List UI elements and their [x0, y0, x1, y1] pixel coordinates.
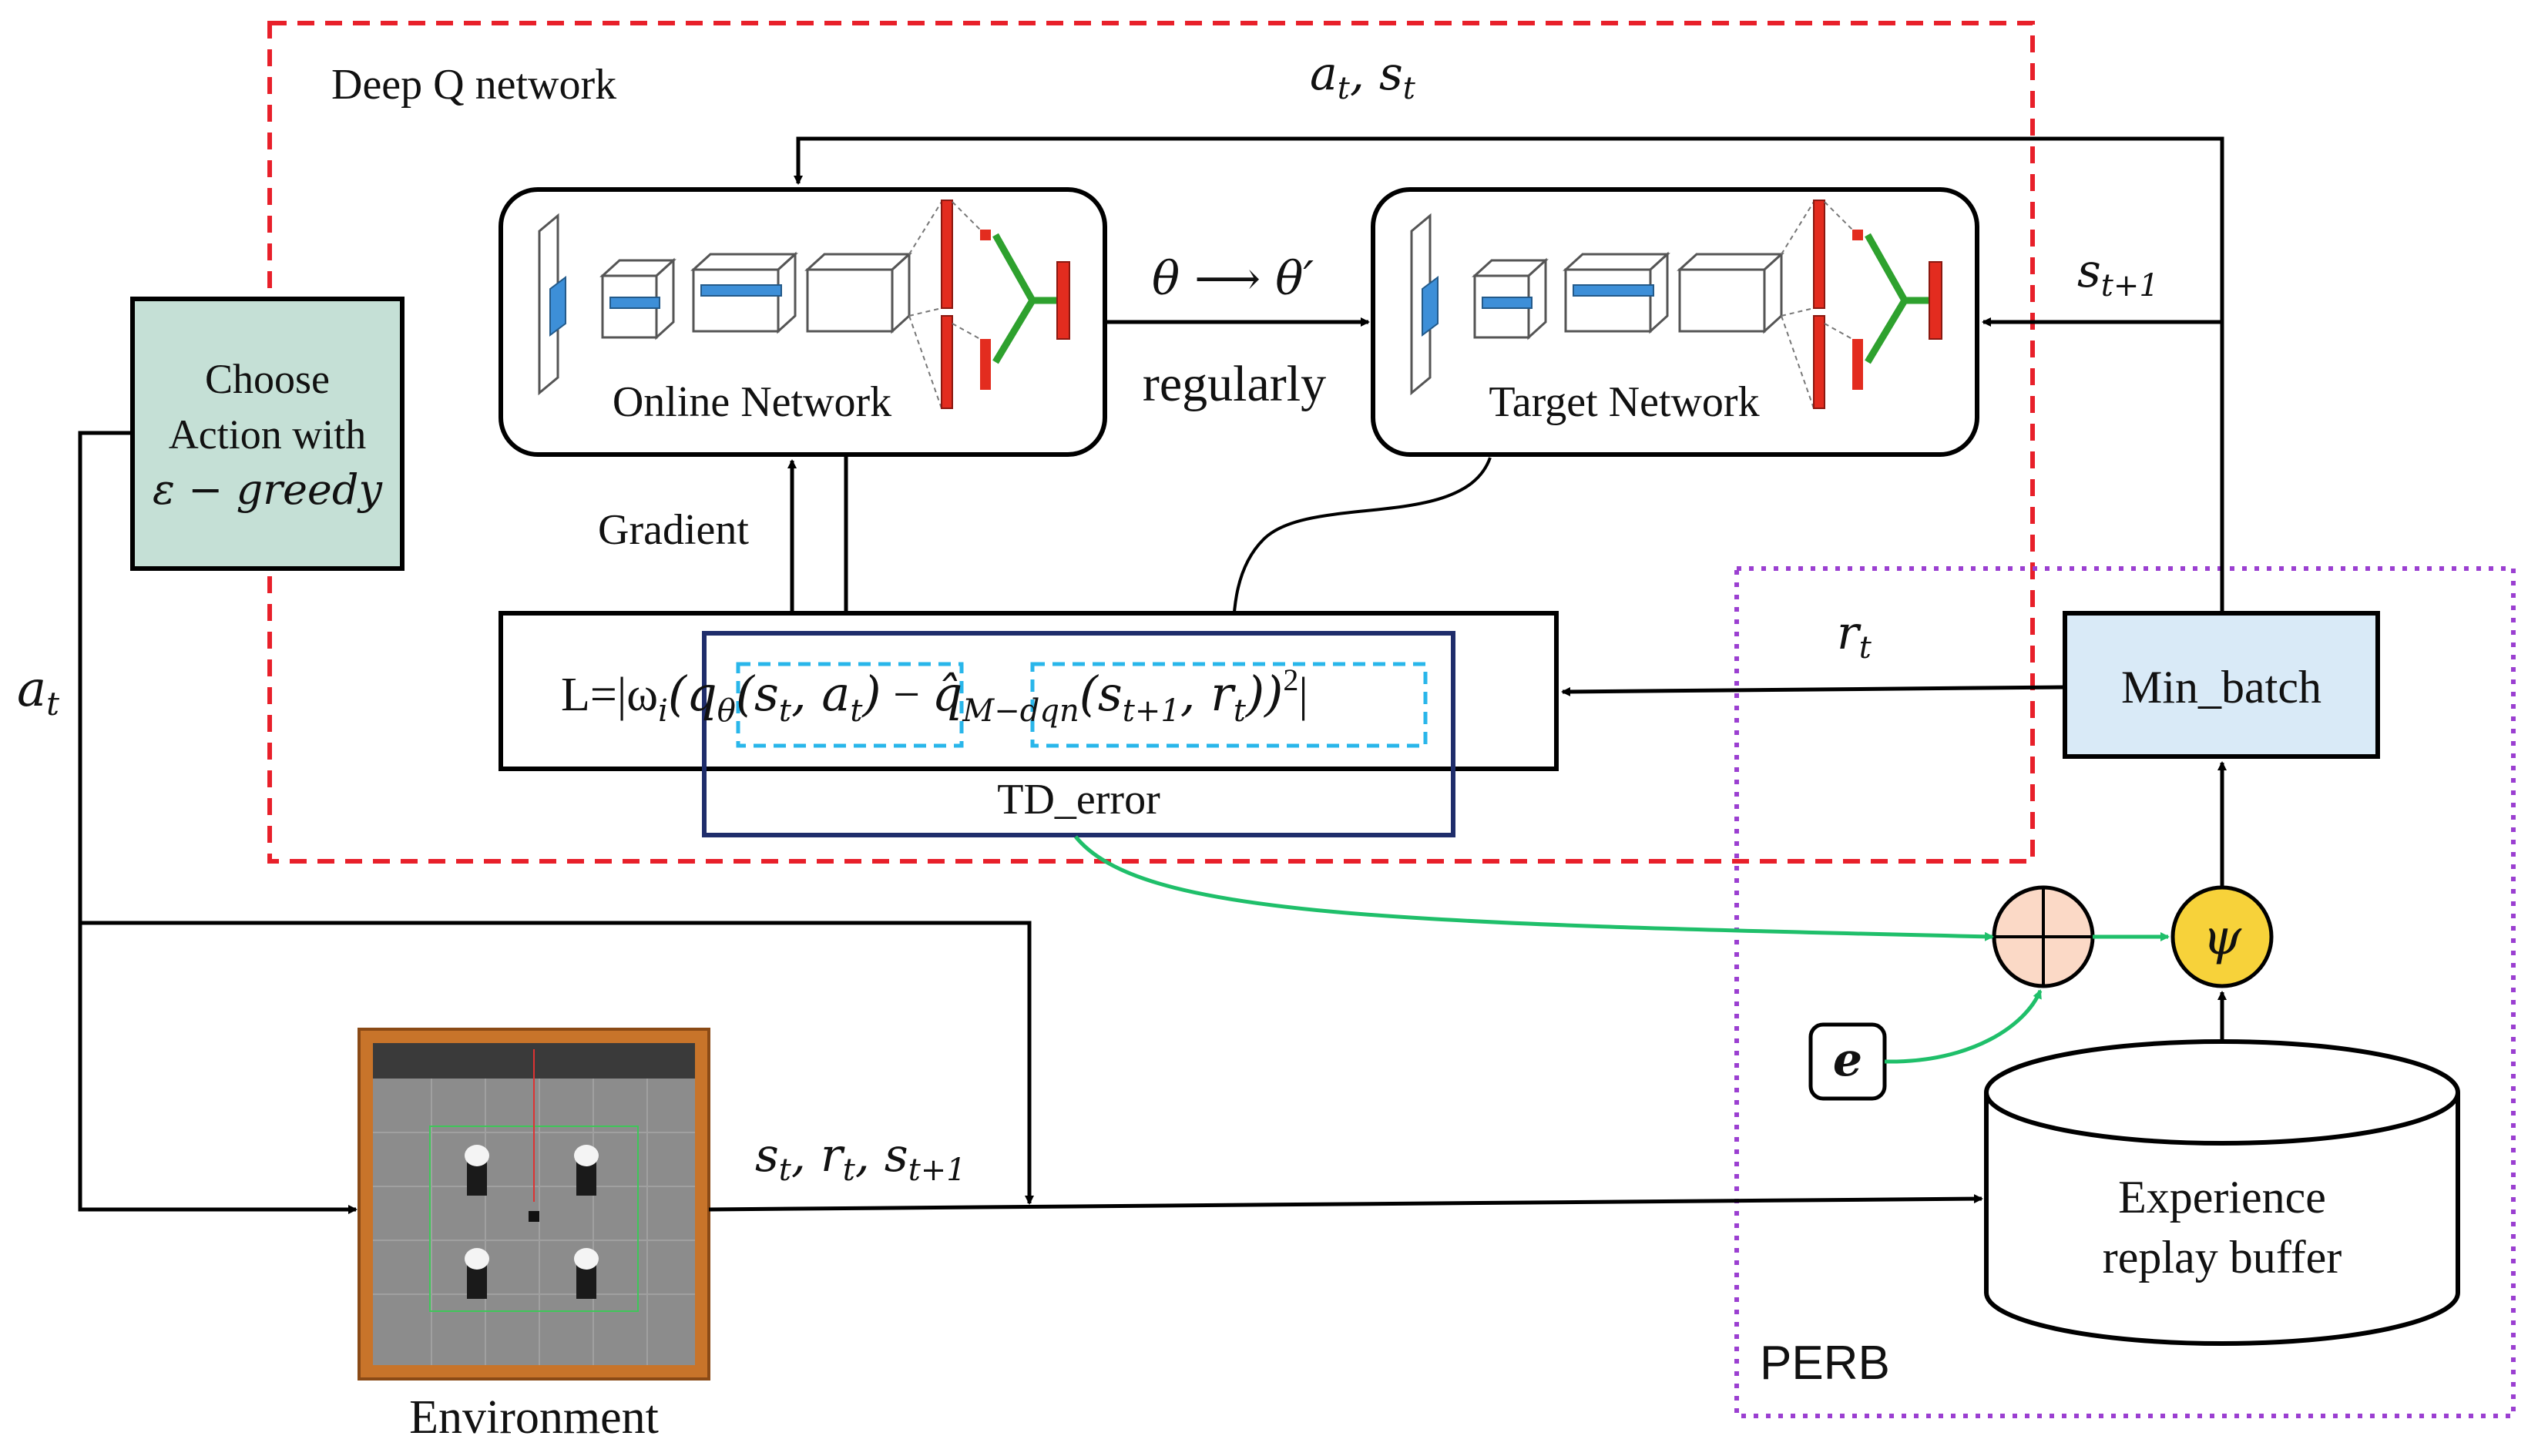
- at-left-sub: t: [46, 685, 59, 723]
- loss-box: [499, 611, 1559, 771]
- environment-label: Environment: [409, 1391, 659, 1444]
- buffer-label-line1: Experience: [2118, 1172, 2326, 1223]
- experience-buffer-cylinder: [1984, 1039, 2460, 1346]
- loss-q: (q: [668, 666, 717, 722]
- target-network-box: [1371, 187, 1979, 457]
- st1-sub: t+1: [2101, 268, 2159, 304]
- min-batch-box: [2063, 611, 2380, 759]
- choose-action-line3: ε − greedy: [153, 465, 383, 514]
- srs-mid2: , s: [855, 1129, 908, 1183]
- srs-mid1: , r: [791, 1129, 845, 1183]
- e-label: e: [1833, 1033, 1862, 1087]
- rt-label: rt: [1837, 606, 1872, 666]
- rt-r: r: [1837, 606, 1862, 660]
- loss-end: |: [1298, 669, 1308, 721]
- srs-sub2: t: [843, 1152, 856, 1188]
- env-to-buffer-arrow: [708, 1194, 1983, 1212]
- loss-formula: L=|ωi(qθ(st, at) − q̂M−dqn(st+1, rt))2|: [561, 663, 1308, 729]
- at-st-sub-t: t: [1338, 71, 1351, 106]
- loss-sup-2: 2: [1283, 663, 1298, 697]
- at-st-a: a: [1310, 47, 1338, 101]
- loss-sub-i: i: [658, 693, 668, 729]
- choose-action-line2: Action with: [169, 411, 366, 458]
- loss-sub-t2: t: [850, 693, 863, 729]
- at-st-mid: , s: [1350, 47, 1403, 101]
- loss-sub-t3: t+1: [1123, 693, 1180, 729]
- top-feedback-arrow: [794, 136, 2224, 616]
- loss-qhat-args2: , r: [1180, 666, 1236, 722]
- loss-sub-theta: θ: [717, 693, 736, 729]
- td-error-label: TD_error: [997, 776, 1160, 824]
- min-batch-label: Min_batch: [2121, 662, 2321, 713]
- loss-sub-t1: t: [779, 693, 792, 729]
- at-st-label: at, st: [1310, 47, 1416, 106]
- srs-label: st, rt, st+1: [755, 1129, 966, 1188]
- online-network-layers-icon: [538, 200, 1070, 409]
- environment-image: [358, 1028, 710, 1381]
- rt-sub: t: [1859, 630, 1872, 666]
- loss-qhat: q̂: [932, 666, 963, 722]
- choose-action-box: [130, 297, 405, 571]
- loss-args: (s: [736, 666, 779, 722]
- td-error-box: [702, 631, 1455, 837]
- perb-label: PERB: [1760, 1337, 1890, 1390]
- theta-label: θ ⟶ θ′: [1152, 252, 1314, 306]
- td-to-sum-arrow: [1074, 835, 1994, 941]
- choose-to-env-arrow: [78, 431, 358, 1214]
- srs-sub3: t+1: [908, 1152, 966, 1188]
- q-hat-dashed-box: [1030, 662, 1428, 748]
- rt-arrow: [1561, 685, 2066, 696]
- at-st-sub-t2: t: [1403, 71, 1416, 106]
- psi-label: ψ: [2203, 909, 2242, 966]
- target-network-label: Target Network: [1489, 378, 1759, 426]
- loss-prefix: L=|ω: [561, 669, 658, 721]
- at-branch-arrow: [80, 921, 1034, 1205]
- loss-close: ): [861, 666, 881, 722]
- e-to-sum-arrow: [1884, 989, 2043, 1064]
- loss-minus: −: [881, 669, 932, 721]
- target-to-loss-arrow: [1228, 457, 1492, 663]
- q-theta-dashed-box: [736, 662, 964, 748]
- gradient-label: Gradient: [598, 506, 749, 554]
- srs-sub1: t: [779, 1152, 792, 1188]
- loss-suffix: )): [1244, 666, 1283, 722]
- loss-args2: , a: [791, 666, 850, 722]
- loss-qhat-args: (s: [1079, 666, 1123, 722]
- buffer-label-line2: replay buffer: [2103, 1232, 2342, 1283]
- regularly-label: regularly: [1143, 356, 1326, 412]
- at-left-label: at: [17, 661, 59, 723]
- loss-sub-t4: t: [1234, 693, 1247, 729]
- at-left-a: a: [17, 661, 46, 718]
- st1-label: st+1: [2077, 244, 2159, 304]
- target-network-layers-icon: [1410, 200, 1942, 409]
- srs-s: s: [755, 1129, 779, 1183]
- st1-s: s: [2077, 244, 2101, 298]
- perb-region: [1734, 566, 2516, 1418]
- psi-node: [2170, 885, 2274, 988]
- loss-sub-mdqn: M−dqn: [962, 693, 1079, 729]
- choose-action-line1: Choose: [205, 356, 330, 402]
- online-network-label: Online Network: [613, 378, 891, 426]
- dqn-label: Deep Q network: [331, 61, 616, 109]
